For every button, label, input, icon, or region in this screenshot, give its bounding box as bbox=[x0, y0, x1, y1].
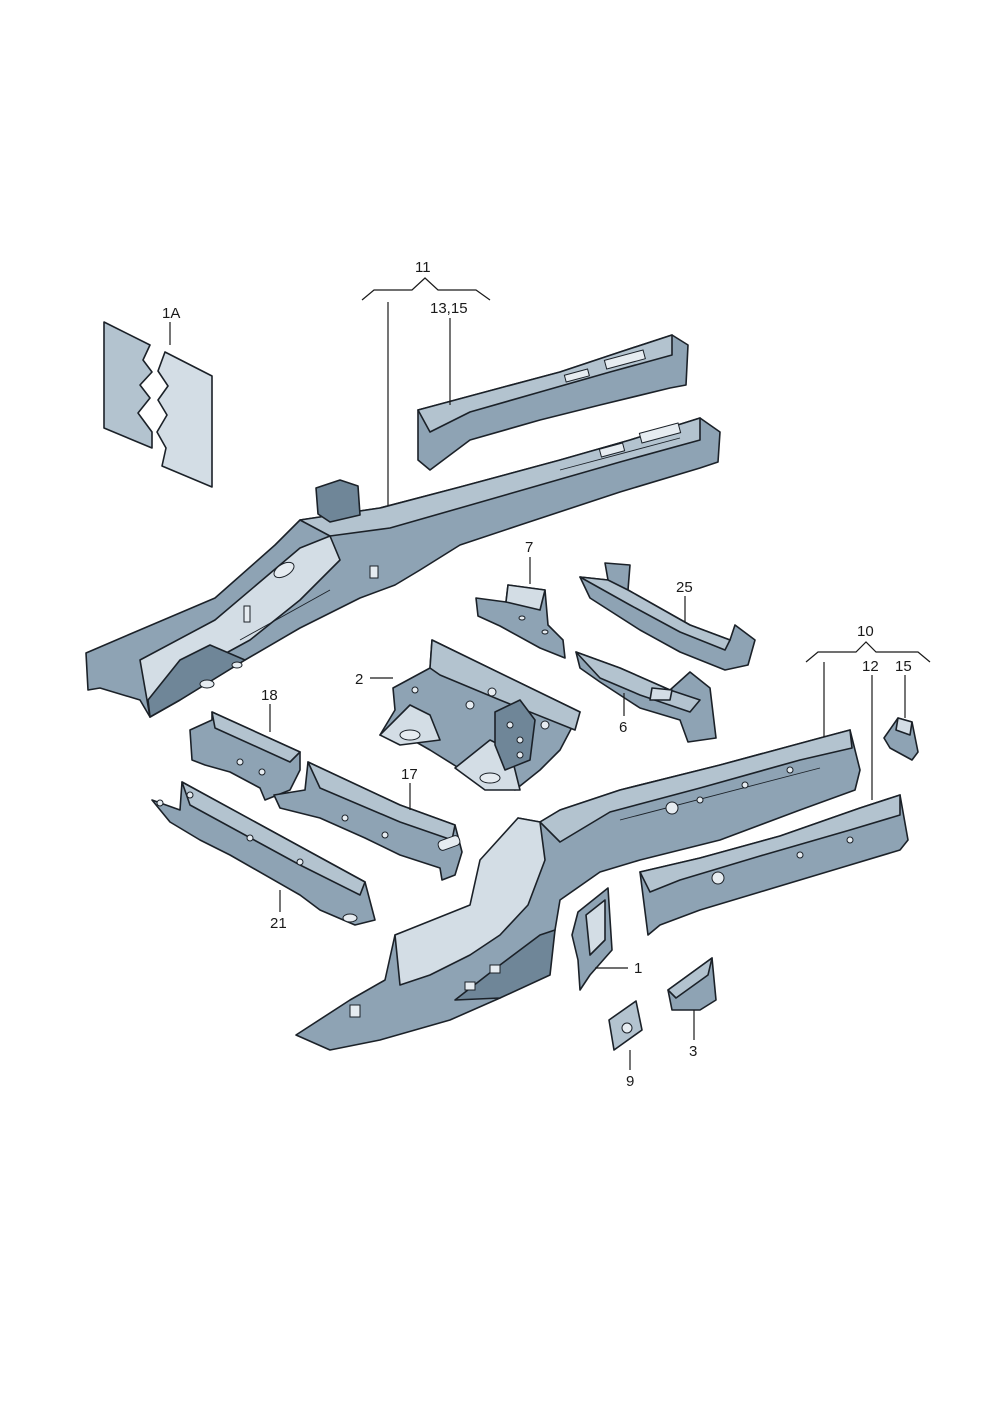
callout-labels: 1A 11 13,15 7 25 2 6 18 17 21 10 12 15 1… bbox=[162, 259, 912, 1090]
label-6: 6 bbox=[619, 719, 627, 736]
label-7: 7 bbox=[525, 539, 533, 556]
part-1A-seal-strip bbox=[103, 321, 213, 488]
part-18-panel bbox=[189, 711, 301, 801]
label-10: 10 bbox=[857, 623, 874, 640]
part-21-member bbox=[151, 781, 376, 926]
leader-lines bbox=[169, 277, 931, 1070]
part-17-member bbox=[273, 761, 463, 881]
part-3-bracket bbox=[667, 957, 717, 1011]
label-21: 21 bbox=[270, 915, 287, 932]
part-13-15-reinforcement-member bbox=[417, 334, 689, 471]
label-15: 15 bbox=[895, 658, 912, 675]
part-1-gusset bbox=[571, 887, 613, 991]
part-25-cross-member bbox=[579, 562, 756, 671]
label-1A: 1A bbox=[162, 305, 180, 322]
label-17: 17 bbox=[401, 766, 418, 783]
label-9: 9 bbox=[626, 1073, 634, 1090]
part-2-cross-member-assembly bbox=[379, 639, 581, 791]
label-12: 12 bbox=[862, 658, 879, 675]
label-3: 3 bbox=[689, 1043, 697, 1060]
part-15-small-bracket bbox=[883, 717, 919, 761]
part-12-reinforcement bbox=[639, 794, 909, 936]
label-25: 25 bbox=[676, 579, 693, 596]
part-9-plate bbox=[608, 1000, 643, 1051]
part-10-front-right-member bbox=[295, 729, 861, 1051]
label-11: 11 bbox=[415, 259, 431, 276]
part-7-bracket bbox=[475, 584, 566, 659]
label-13-15: 13,15 bbox=[430, 300, 468, 317]
label-1: 1 bbox=[634, 960, 642, 977]
part-11-front-left-member bbox=[85, 417, 721, 718]
label-2: 2 bbox=[355, 671, 363, 688]
label-18: 18 bbox=[261, 687, 278, 704]
part-6-cross-member bbox=[575, 651, 717, 743]
